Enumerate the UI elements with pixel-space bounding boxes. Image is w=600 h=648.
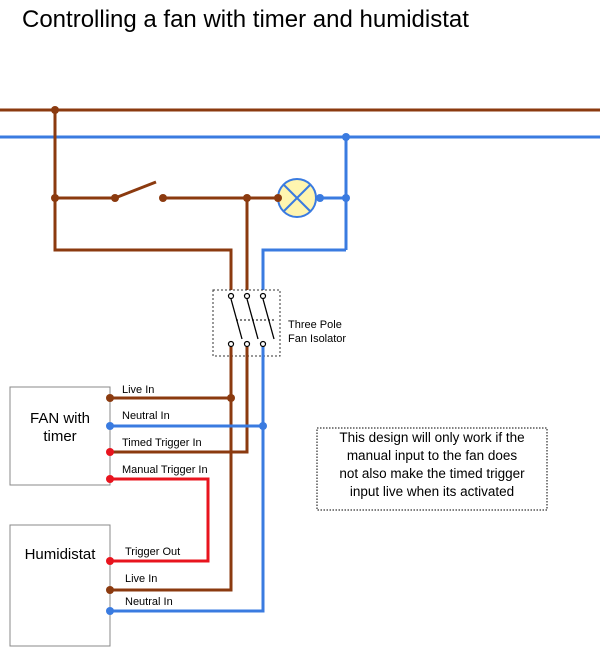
humidistat-live-in-label: Live In	[125, 573, 157, 585]
humidistat-name: Humidistat	[25, 546, 97, 563]
humidistat-trigger-wire	[110, 477, 210, 563]
live-drop-wire	[53, 110, 233, 293]
fan-timed-trigger-label: Timed Trigger In	[122, 437, 202, 449]
neutral-to-isolator-wire	[261, 248, 346, 293]
note-line1: This design will only work if the	[339, 430, 524, 445]
note-line4: input live when its activated	[350, 484, 514, 499]
light-switch-blade	[114, 180, 157, 200]
humidistat-neutral-in-label: Neutral In	[125, 596, 173, 608]
page-title: Controlling a fan with timer and humidis…	[22, 6, 469, 33]
note-line3: not also make the timed trigger	[339, 466, 525, 481]
fan-name-line1: FAN with	[30, 410, 90, 427]
isolator-label-line1: Three Pole	[288, 319, 342, 331]
fan-with-timer-box	[9, 386, 111, 486]
junction-dots	[51, 106, 350, 615]
fan-neutral-wire	[110, 347, 265, 613]
note-box	[316, 427, 548, 511]
fan-manual-trigger-label: Manual Trigger In	[122, 464, 208, 476]
fan-neutral-in-label: Neutral In	[122, 410, 170, 422]
isolator-label-line2: Fan Isolator	[288, 333, 346, 345]
timed-trigger-wire	[110, 347, 249, 454]
fan-live-wire	[110, 347, 233, 592]
humidistat-box	[9, 524, 111, 647]
fan-live-in-label: Live In	[122, 384, 154, 396]
fan-name-line2: timer	[43, 428, 76, 445]
humidistat-trigger-out-label: Trigger Out	[125, 546, 180, 558]
note-line2: manual input to the fan does	[347, 448, 518, 463]
